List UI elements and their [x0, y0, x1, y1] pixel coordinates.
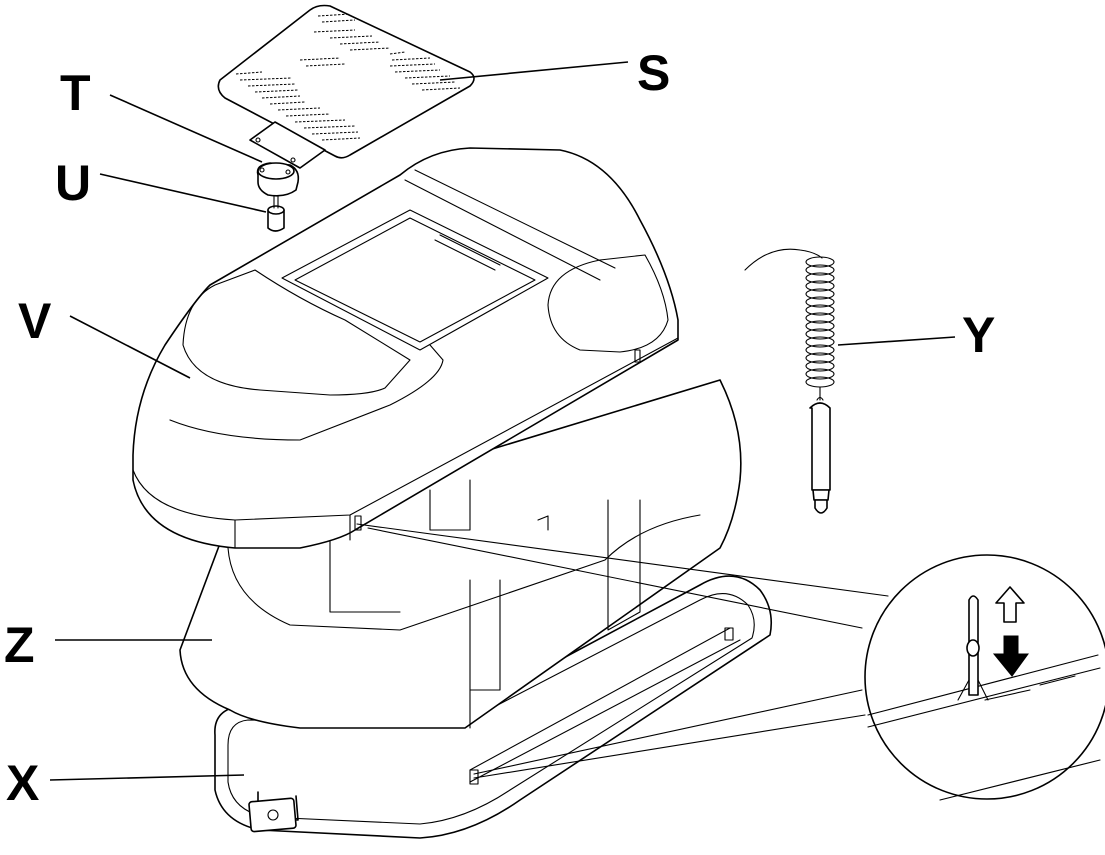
detail-rail — [867, 654, 1101, 801]
leader-lines — [49, 61, 956, 781]
detail-zoom-callout — [356, 523, 1105, 801]
label-x: X — [6, 755, 39, 811]
probe-coil — [805, 256, 835, 388]
up-arrow-outline-icon — [995, 586, 1025, 623]
part-y-probe — [744, 248, 835, 514]
part-v-top-cover — [132, 147, 679, 549]
label-u: U — [55, 155, 91, 211]
label-v: V — [18, 293, 52, 349]
part-t-knob — [256, 162, 300, 197]
down-arrow-solid-icon — [992, 635, 1029, 677]
part-z-frame — [179, 379, 742, 729]
label-s: S — [637, 45, 670, 101]
label-t: T — [60, 65, 91, 121]
label-z: Z — [4, 617, 35, 673]
label-plate-text-rows — [235, 13, 461, 141]
part-s-label-plate — [217, 4, 475, 169]
detail-clip — [957, 595, 989, 701]
label-y: Y — [962, 307, 995, 363]
part-u-pin — [267, 195, 285, 232]
